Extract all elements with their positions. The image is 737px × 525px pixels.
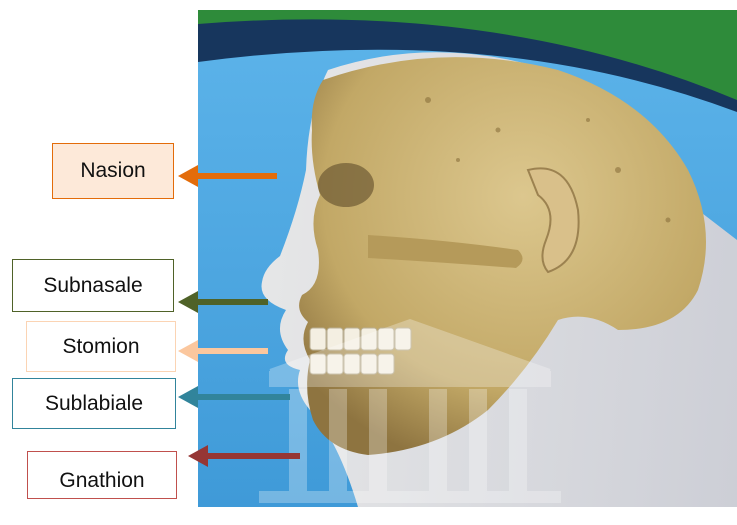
nasion-arrow — [178, 165, 277, 187]
sublabiale-arrow — [178, 386, 290, 408]
gnathion-arrow — [188, 445, 300, 467]
subnasale-arrow — [178, 291, 268, 313]
stomion-arrow — [178, 340, 268, 362]
